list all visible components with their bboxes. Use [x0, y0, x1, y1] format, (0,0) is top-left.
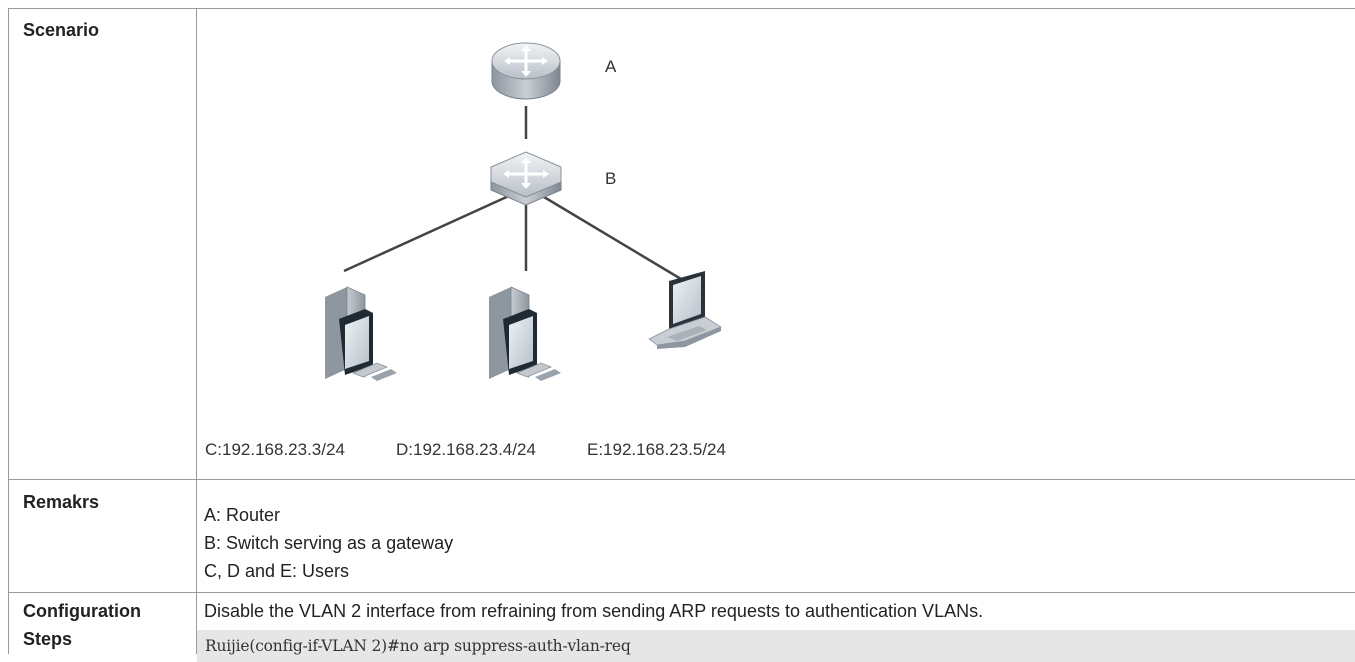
table-top-border — [8, 8, 1355, 9]
table-left-border — [8, 8, 9, 654]
link-b-e — [538, 192, 682, 281]
remarks-header: Remakrs — [23, 492, 100, 512]
row-divider — [8, 479, 1355, 480]
remark-line-router: A: Router — [204, 505, 281, 525]
config-command: Ruijie(config-if-VLAN 2)#no arp suppress… — [197, 630, 1355, 662]
row-divider — [8, 592, 1355, 593]
remark-line-users: C, D and E: Users — [204, 561, 350, 581]
laptop-icon — [648, 271, 722, 349]
desktop-pc-icon — [489, 286, 561, 381]
remark-line-switch: B: Switch serving as a gateway — [204, 533, 454, 553]
config-header-line2: Steps — [23, 629, 73, 649]
switch-label: B — [605, 169, 616, 188]
config-header-line1: Configuration — [23, 601, 141, 621]
link-b-c — [343, 192, 514, 273]
desktop-pc-icon — [325, 286, 397, 381]
column-divider — [196, 8, 197, 654]
scenario-header: Scenario — [23, 20, 100, 40]
host-d-label: D:192.168.23.4/24 — [396, 440, 536, 459]
network-topology-diagram: A B — [197, 9, 1355, 479]
router-label: A — [605, 57, 617, 76]
switch-icon — [490, 151, 562, 206]
host-c-label: C:192.168.23.3/24 — [205, 440, 345, 459]
config-description: Disable the VLAN 2 interface from refrai… — [204, 601, 984, 621]
router-icon — [491, 42, 561, 100]
host-e-label: E:192.168.23.5/24 — [587, 440, 726, 459]
scenario-table: Scenario — [8, 8, 1355, 662]
